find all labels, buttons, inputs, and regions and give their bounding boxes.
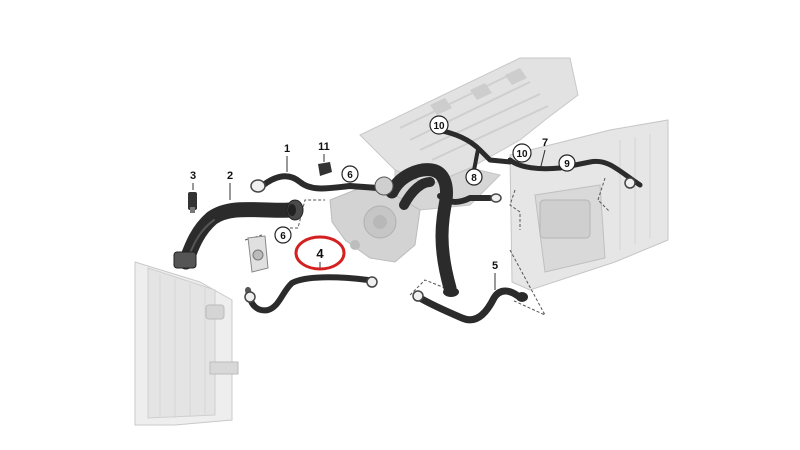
callout-11: 11 bbox=[318, 141, 330, 153]
callout-6b: 6 bbox=[280, 231, 286, 242]
hose-1 bbox=[259, 173, 381, 192]
callout-7: 7 bbox=[542, 137, 548, 149]
callout-labels: 1 2 3 4 5 6 6 7 8 9 10 10 11 bbox=[190, 121, 570, 272]
callout-6a: 6 bbox=[347, 170, 353, 181]
fittings bbox=[173, 162, 636, 303]
callout-5: 5 bbox=[492, 260, 498, 272]
callout-9-circle bbox=[558, 154, 576, 172]
hose-central bbox=[385, 163, 457, 295]
callout-6a-circle bbox=[341, 165, 359, 183]
hose-2 bbox=[178, 202, 298, 270]
intercooler-expansion-tank bbox=[509, 119, 669, 291]
callout-6b-circle bbox=[274, 226, 292, 244]
callout-4: 4 bbox=[316, 246, 324, 261]
callout-3: 3 bbox=[190, 170, 196, 182]
callout-10a: 10 bbox=[433, 121, 445, 132]
callout-9: 9 bbox=[564, 159, 570, 170]
callout-8: 8 bbox=[471, 173, 477, 184]
hose-5 bbox=[416, 287, 522, 324]
callout-10b: 10 bbox=[516, 149, 528, 160]
highlight-circle bbox=[294, 235, 346, 271]
callout-2: 2 bbox=[227, 170, 233, 182]
callout-10a-circle bbox=[429, 115, 449, 135]
hose-4 bbox=[247, 274, 371, 314]
callout-1: 1 bbox=[284, 143, 290, 155]
callout-10b-circle bbox=[512, 143, 532, 163]
callout-8-circle bbox=[465, 168, 483, 186]
radiator bbox=[134, 261, 239, 426]
water-pump-housing bbox=[329, 187, 421, 263]
callout-circles bbox=[274, 115, 576, 244]
